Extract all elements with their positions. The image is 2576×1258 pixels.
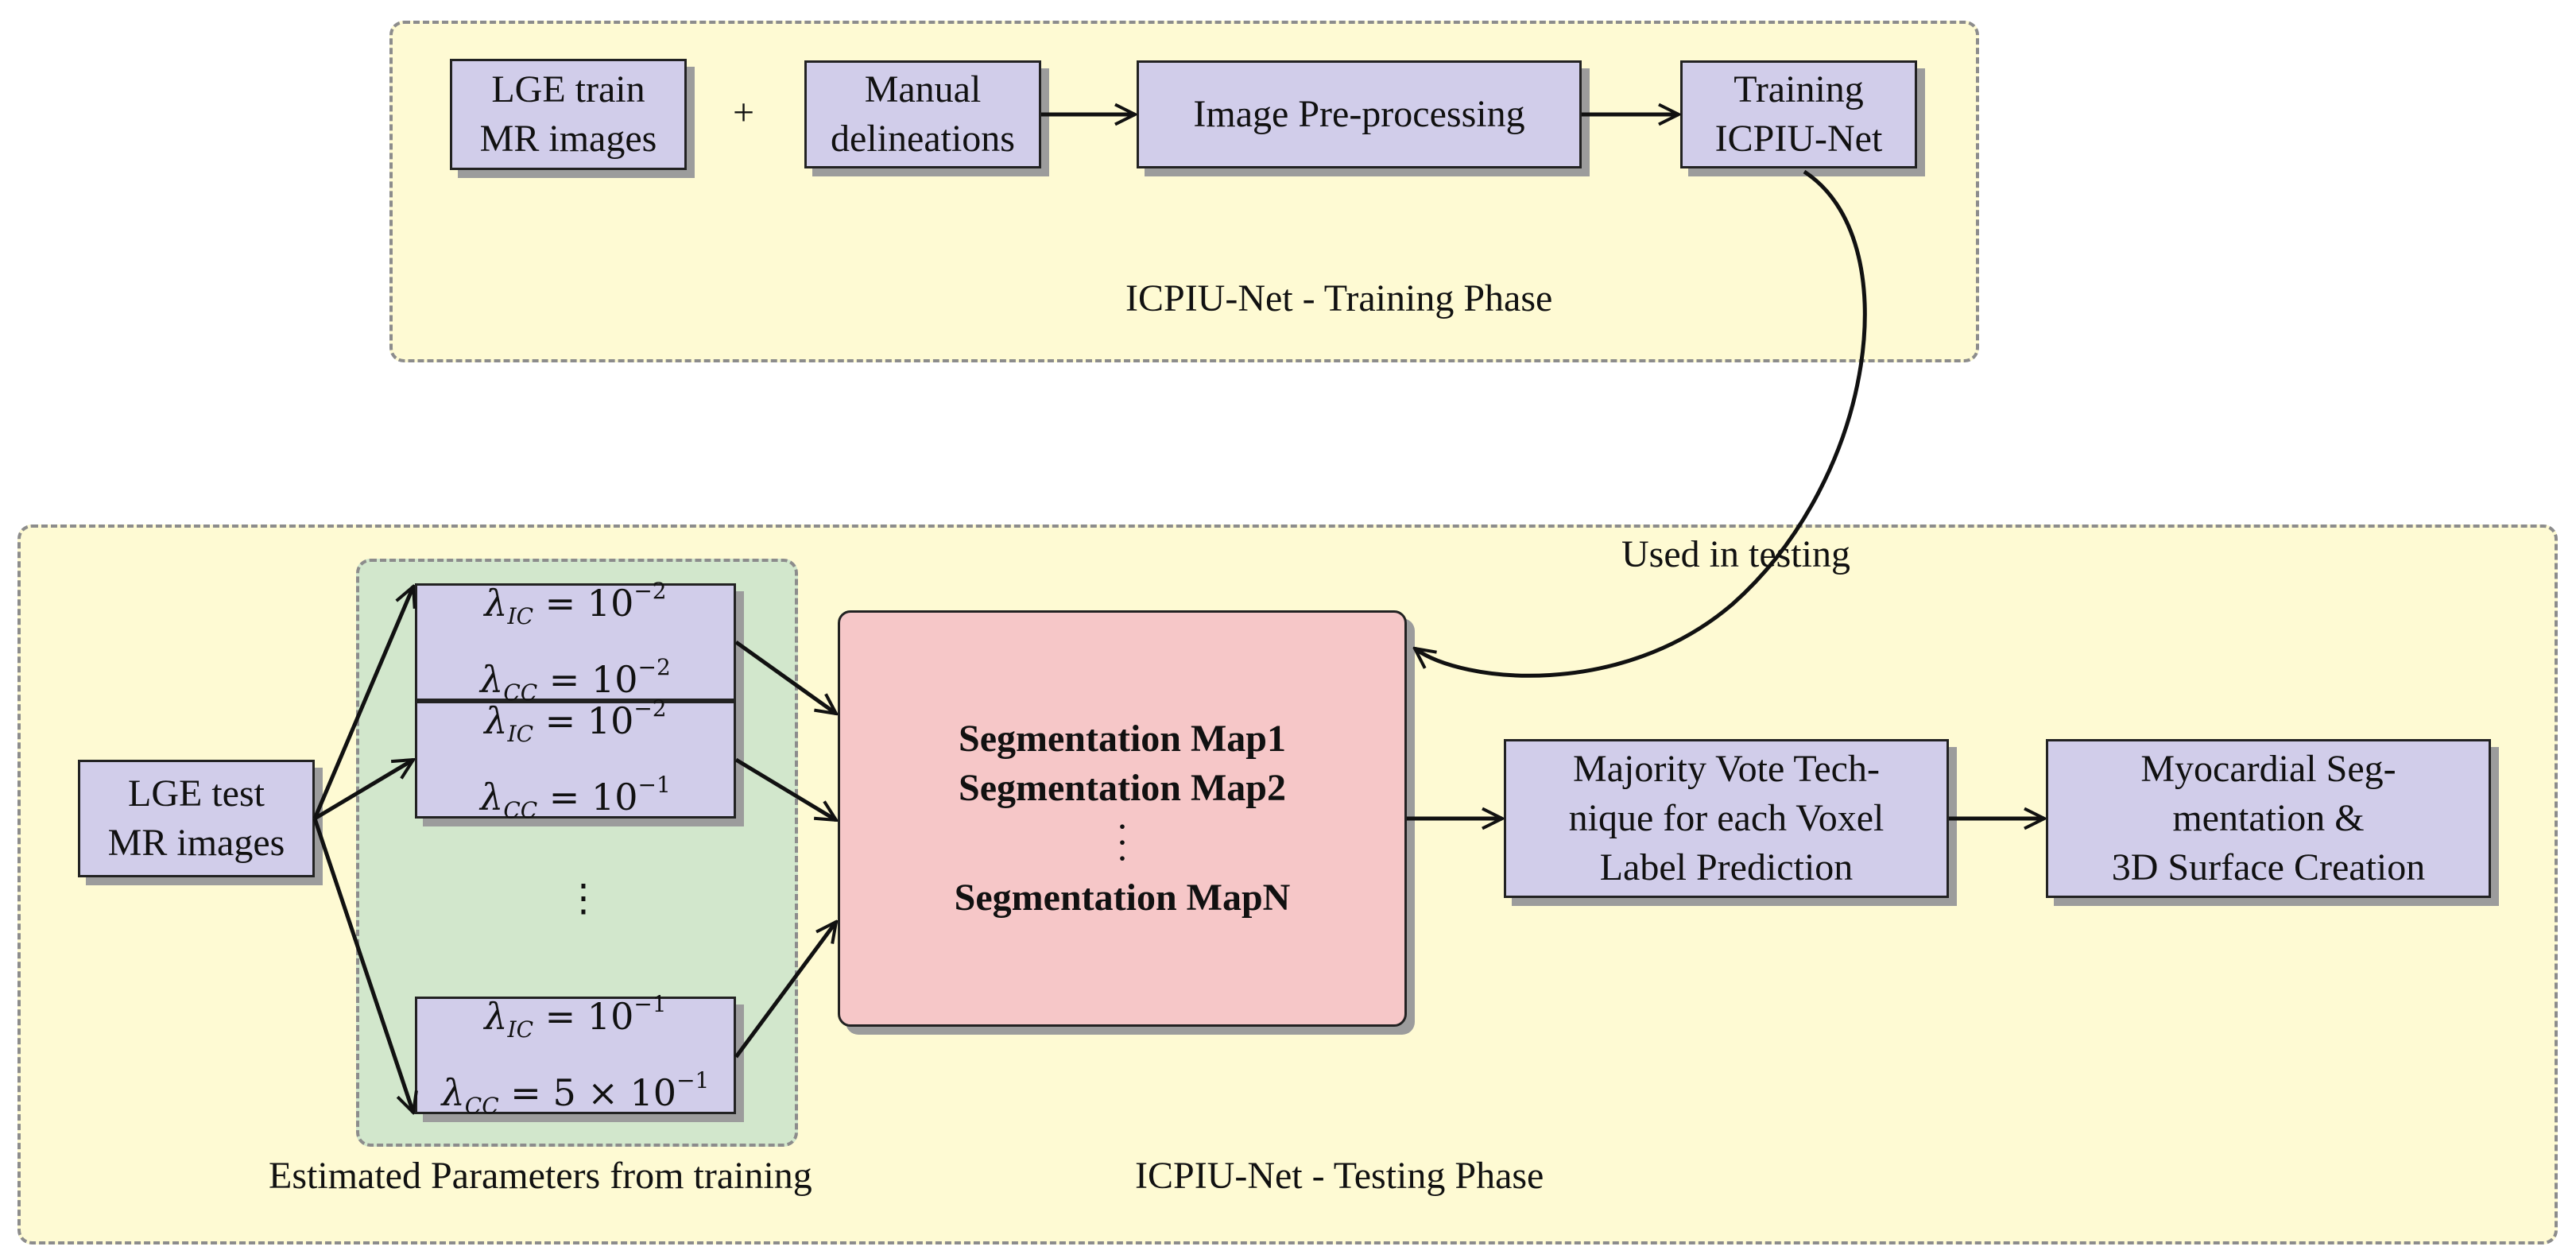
majority-vote-box: Majority Vote Tech- nique for each Voxel… [1504,739,1949,898]
lge-test-images-box: LGE test MR images [78,760,315,877]
lambda-cc-n: λCC = 5 × 10−1 [441,1067,710,1119]
arrow-param-2-to-seg [734,757,836,820]
image-preprocessing-box: Image Pre-processing [1137,60,1582,168]
parameters-panel-title: Estimated Parameters from training [269,1155,812,1197]
parameter-box-2: λIC = 10−2 λCC = 10−1 [415,695,736,823]
arrow-training-to-segmentation [1415,169,1867,678]
lambda-ic-2: λIC = 10−2 [484,695,667,747]
testing-phase-title: ICPIU-Net - Testing Phase [1135,1155,1544,1197]
segmentation-map-n: Segmentation MapN [954,877,1291,919]
training-phase-title: ICPIU-Net - Training Phase [1125,277,1553,319]
parameter-box-n: λIC = 10−1 λCC = 5 × 10−1 [415,991,736,1119]
segmentation-maps-box: Segmentation Map1 Segmentation Map2 ··· … [838,610,1407,1027]
manual-delineations-box: Manual delineations [804,60,1041,168]
segmentation-map-1: Segmentation Map1 [959,718,1286,760]
lambda-cc-1: λCC = 10−2 [480,654,671,706]
arrow-param-n-to-seg [734,922,836,1059]
arrow-test-to-param-2 [313,760,413,821]
lambda-ic-n: λIC = 10−1 [484,991,667,1043]
lambda-cc-2: λCC = 10−1 [480,772,671,823]
plus-sign: + [733,91,755,134]
myocardial-segmentation-box: Myocardial Seg- mentation & 3D Surface C… [2046,739,2491,898]
training-icpiu-net-box: Training ICPIU-Net [1680,60,1917,168]
lambda-ic-1: λIC = 10−2 [484,578,667,629]
arrow-test-to-param-1 [312,586,413,819]
arrow-test-to-param-n [312,818,413,1113]
segmentation-map-2: Segmentation Map2 [959,767,1286,809]
arrow-param-1-to-seg [734,640,836,714]
parameter-box-1: λIC = 10−2 λCC = 10−2 [415,578,736,706]
lge-train-images-box: LGE train MR images [450,59,687,170]
used-in-testing-label: Used in testing [1621,533,1850,575]
parameters-ellipsis: ⋮ [564,877,602,919]
